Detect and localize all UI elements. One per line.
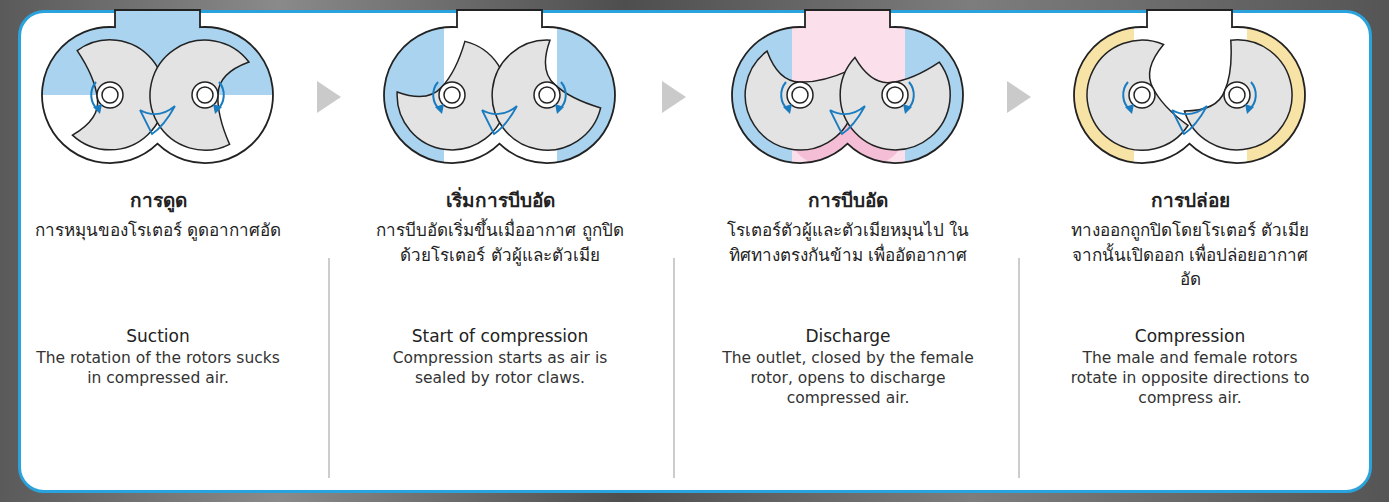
- step-column: การบีบอัดโรเตอร์ตัวผู้และตัวเมียหมุนไป ใ…: [710, 15, 986, 417]
- step-title-english: Compression: [1052, 326, 1328, 346]
- step-body-thai: การบีบอัดเริ่มขึ้นเมื่ออากาศ ถูกปิดด้วยโ…: [362, 218, 638, 292]
- step-title-english: Start of compression: [362, 326, 638, 346]
- step-body-english: Compression starts as air is sealed by r…: [362, 348, 638, 388]
- step-body-thai: ทางออกถูกปิดโดยโรเตอร์ ตัวเมียจากนั้นเปิ…: [1052, 218, 1328, 292]
- step-arrow: [1007, 81, 1031, 113]
- step-title-thai: การดูด: [20, 185, 296, 215]
- arrow-head: [662, 81, 686, 113]
- step-column: การปล่อยทางออกถูกปิดโดยโรเตอร์ ตัวเมียจา…: [1052, 15, 1328, 417]
- rotor-figure: [40, 10, 280, 163]
- step-column: การดูดการหมุนของโรเตอร์ ดูดอากาศอัด Sucti…: [20, 15, 296, 397]
- step-body-thai: การหมุนของโรเตอร์ ดูดอากาศอัด: [20, 218, 296, 292]
- step-arrow: [317, 81, 341, 113]
- step-column: เริ่มการบีบอัดการบีบอัดเริ่มขึ้นเมื่ออาก…: [362, 15, 638, 397]
- column-separators: [329, 258, 1019, 478]
- step-body-english: The rotation of the rotors sucks in comp…: [20, 348, 296, 388]
- step-title-thai: การปล่อย: [1052, 185, 1328, 215]
- step-body-english: The male and female rotors rotate in opp…: [1052, 348, 1328, 408]
- step-title-english: Suction: [20, 326, 296, 346]
- step-body-english: The outlet, closed by the female rotor, …: [710, 348, 986, 408]
- arrow-head: [317, 81, 341, 113]
- step-body-thai: โรเตอร์ตัวผู้และตัวเมียหมุนไป ในทิศทางตร…: [710, 218, 986, 292]
- rotor-figure: [1072, 10, 1317, 180]
- arrow-head: [1007, 81, 1031, 113]
- step-arrow: [662, 81, 686, 113]
- rotor-figure: [382, 10, 627, 180]
- step-title-english: Discharge: [710, 326, 986, 346]
- step-title-thai: เริ่มการบีบอัด: [362, 185, 638, 215]
- rotor-figure: [730, 10, 975, 180]
- step-title-thai: การบีบอัด: [710, 185, 986, 215]
